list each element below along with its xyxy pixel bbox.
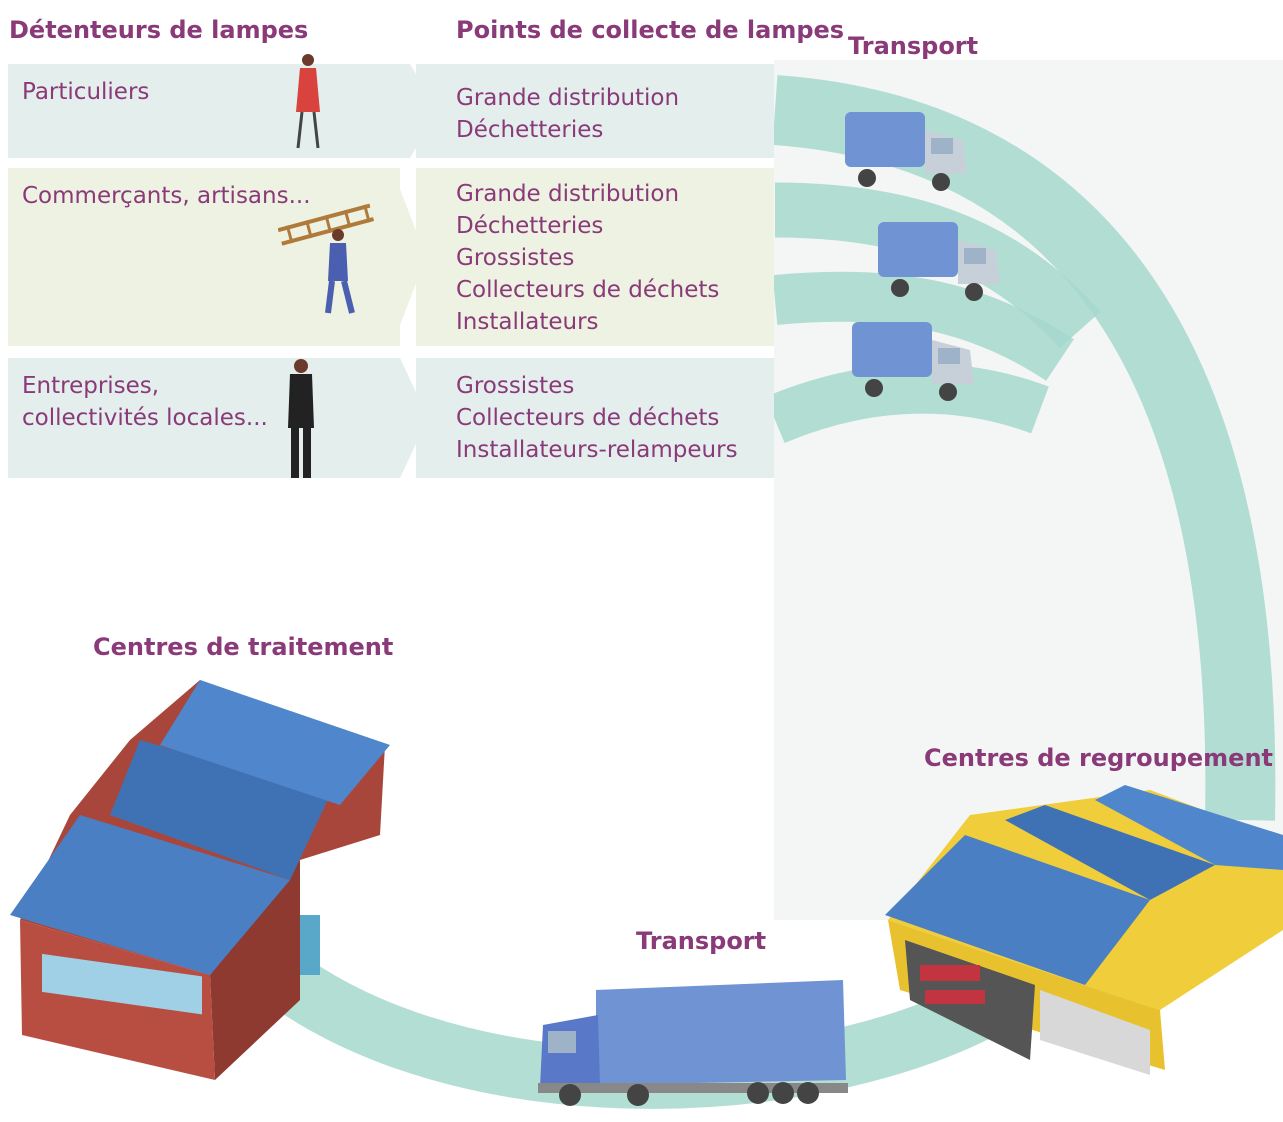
- truck-icon: [538, 980, 848, 1106]
- businessman-icon: [288, 359, 314, 478]
- heading-grouping-centres: Centres de regroupement: [924, 744, 1274, 772]
- collection-point: Déchetteries: [456, 213, 604, 239]
- collection-point: Déchetteries: [456, 117, 604, 143]
- heading-collection-points: Points de collecte de lampes: [456, 16, 845, 44]
- holder-label-line: collectivités locales...: [22, 405, 268, 431]
- collection-point: Collecteurs de déchets: [456, 277, 720, 303]
- collection-row-individuals: Grande distribution Déchetteries: [416, 64, 774, 158]
- warehouse-icon: [885, 785, 1283, 1075]
- holder-label-line: Entreprises,: [22, 373, 160, 399]
- collection-point: Grande distribution: [456, 85, 680, 111]
- holder-label-multiline: Entreprises, collectivités locales...: [22, 370, 268, 434]
- collection-point: Grossistes: [456, 245, 575, 271]
- collection-point: Grossistes: [456, 373, 575, 399]
- collection-point: Installateurs: [456, 309, 599, 335]
- van-icon: [852, 322, 974, 401]
- ladder-worker-icon: [278, 203, 375, 314]
- heading-lamp-holders: Détenteurs de lampes: [9, 16, 309, 44]
- row-arrow: [378, 168, 426, 346]
- van-icon: [845, 112, 967, 191]
- heading-treatment-centres: Centres de traitement: [93, 633, 394, 661]
- heading-transport-bottom: Transport: [636, 927, 767, 955]
- factory-icon: [10, 680, 390, 1080]
- collection-point: Installateurs-relampeurs: [456, 437, 738, 463]
- collection-point: Grande distribution: [456, 181, 680, 207]
- holder-label: Particuliers: [22, 79, 150, 105]
- road-branch-2: [772, 271, 1074, 381]
- holder-row-individuals: Particuliers: [8, 54, 400, 158]
- van-icon: [878, 222, 1000, 301]
- road-branch-3: [765, 363, 1049, 444]
- holder-label: Commerçants, artisans...: [22, 183, 311, 209]
- collection-row-traders: Grande distribution Déchetteries Grossis…: [416, 168, 774, 346]
- woman-figure-icon: [296, 54, 320, 149]
- heading-transport-top: Transport: [848, 32, 979, 60]
- collection-row-companies: Grossistes Collecteurs de déchets Instal…: [416, 358, 774, 478]
- holder-row-companies: Entreprises, collectivités locales...: [8, 358, 400, 478]
- collection-point: Collecteurs de déchets: [456, 405, 720, 431]
- holder-row-traders: Commerçants, artisans...: [8, 168, 400, 346]
- row-arrow: [384, 358, 428, 478]
